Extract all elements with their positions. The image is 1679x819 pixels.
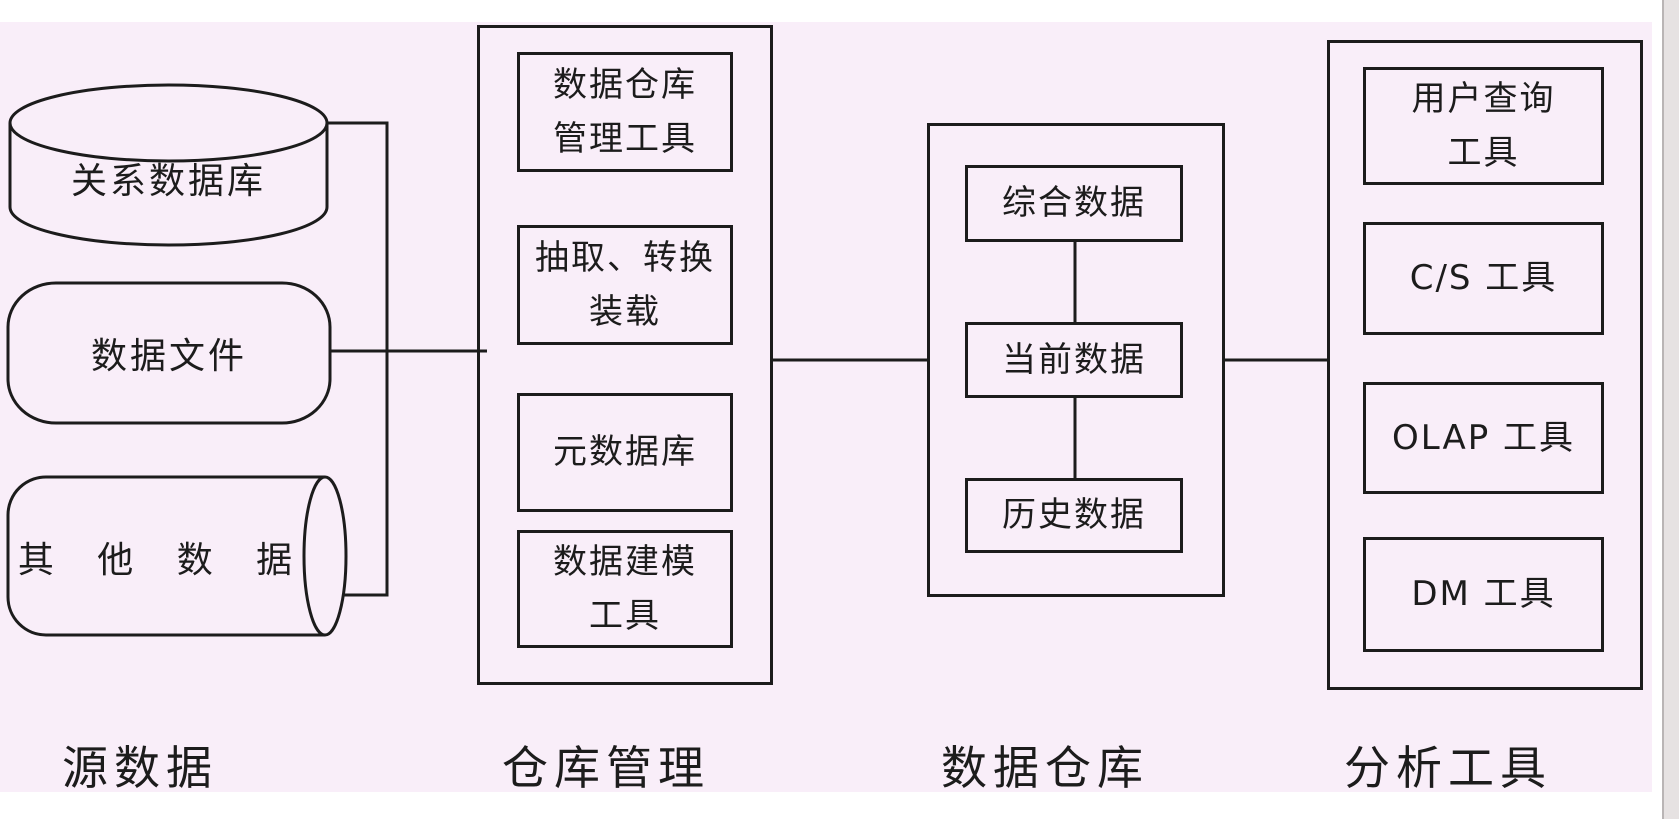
- integrated-data-box: 综合数据: [965, 165, 1183, 242]
- historical-data-box: 历史数据: [965, 478, 1183, 553]
- olap-tools-box: OLAP 工具: [1363, 382, 1604, 494]
- stage-label-analysis-tools: 分析工具: [1344, 741, 1552, 795]
- olap-tools-label: OLAP 工具: [1391, 417, 1576, 458]
- other-data-cylinder-shape: [6, 475, 348, 637]
- etl-label: 抽取、转换 装载: [535, 237, 715, 332]
- data-warehouse-container: [927, 123, 1225, 597]
- data-modeling-tools-box: 数据建模 工具: [517, 530, 733, 648]
- data-modeling-tools-label: 数据建模 工具: [553, 541, 697, 636]
- data-files-stadium-shape: [6, 281, 332, 425]
- stage-label-data-warehouse: 数据仓库: [941, 741, 1149, 795]
- current-data-box: 当前数据: [965, 322, 1183, 398]
- sources-junction-line: [327, 121, 389, 597]
- data-files-label: 数据文件: [90, 336, 247, 377]
- dm-tools-box: DM 工具: [1363, 537, 1604, 652]
- integrated-data-label: 综合数据: [1002, 183, 1146, 224]
- analysis-tools-container: [1327, 40, 1643, 690]
- dm-tools-label: DM 工具: [1411, 574, 1556, 615]
- historical-data-label: 历史数据: [1002, 495, 1146, 536]
- relational-database-label: 关系数据库: [70, 161, 266, 202]
- user-query-tools-label: 用户查询 工具: [1411, 78, 1556, 173]
- metadata-repository-label: 元数据库: [553, 432, 697, 473]
- cs-tools-label: C/S 工具: [1409, 258, 1558, 299]
- dw-management-tools-label: 数据仓库 管理工具: [553, 64, 697, 159]
- current-data-label: 当前数据: [1002, 339, 1146, 380]
- stage-label-warehouse-management: 仓库管理: [502, 741, 710, 795]
- metadata-repository-box: 元数据库: [517, 393, 733, 512]
- warehouse-management-container: [477, 25, 773, 685]
- vertical-scrollbar[interactable]: [1662, 0, 1679, 819]
- other-data-label: 其 他 数 据: [17, 540, 309, 581]
- etl-box: 抽取、转换 装载: [517, 225, 733, 345]
- dw-management-tools-box: 数据仓库 管理工具: [517, 52, 733, 172]
- user-query-tools-box: 用户查询 工具: [1363, 67, 1604, 185]
- stage-label-sources: 源数据: [62, 741, 218, 795]
- cs-tools-box: C/S 工具: [1363, 222, 1604, 335]
